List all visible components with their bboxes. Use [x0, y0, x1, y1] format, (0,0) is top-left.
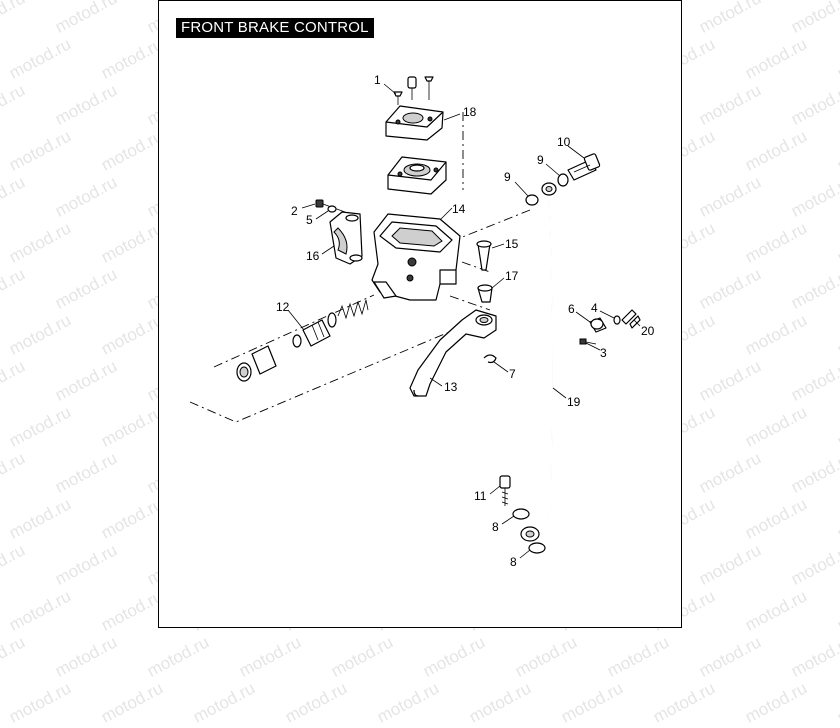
callout-6: 6	[568, 302, 575, 316]
piston-spring	[337, 299, 369, 320]
callout-18: 18	[463, 105, 477, 119]
leader-lines	[287, 83, 641, 559]
callout-2: 2	[291, 204, 298, 218]
callout-10: 10	[557, 135, 571, 149]
piston-seal	[327, 312, 337, 328]
watermark-text: motod.ru	[558, 678, 627, 727]
callout-13: 13	[444, 380, 458, 394]
watermark-text: motod.ru	[0, 632, 29, 681]
watermark-text: motod.ru	[144, 632, 213, 681]
callout-1: 1	[374, 73, 381, 87]
cover-screw	[424, 76, 434, 100]
watermark-text: motod.ru	[788, 632, 840, 681]
diagram-frame	[158, 0, 682, 628]
callout-14: 14	[452, 202, 466, 216]
callout-11: 11	[474, 489, 487, 503]
watermark-text: motod.ru	[52, 632, 121, 681]
watermark-text: motod.ru	[834, 678, 840, 727]
sealing-washer	[512, 508, 530, 520]
assembly-line	[189, 329, 455, 423]
assembly-line	[459, 209, 531, 239]
sealing-washer	[525, 194, 539, 206]
exploded-parts-diagram: 1 2 3 4 5 6 7 8 8 9 9 10 11 12 13 14 15 …	[189, 73, 655, 569]
brake-line	[533, 195, 553, 539]
banjo-fitting-top	[541, 182, 557, 196]
lever-retaining-clip	[483, 354, 497, 364]
sealing-washer	[528, 542, 546, 554]
pivot-pin	[476, 240, 492, 271]
watermark-text: motod.ru	[190, 678, 259, 727]
callout-17: 17	[505, 269, 519, 283]
callout-3: 3	[600, 346, 607, 360]
banjo-bolt-bottom	[499, 475, 511, 506]
clamp-washer	[327, 205, 337, 213]
watermark-text: motod.ru	[512, 632, 581, 681]
switch-screw	[579, 338, 597, 345]
callout-12: 12	[276, 300, 290, 314]
callout-15: 15	[505, 237, 519, 251]
watermark-text: motod.ru	[6, 678, 75, 727]
watermark-text: motod.ru	[328, 632, 397, 681]
callout-8-upper: 8	[492, 520, 499, 534]
watermark-text: motod.ru	[420, 632, 489, 681]
callout-4: 4	[591, 301, 598, 315]
watermark-text: motod.ru	[98, 678, 167, 727]
assembly-line	[213, 294, 375, 368]
watermark-text: motod.ru	[374, 678, 443, 727]
watermark-text: motod.ru	[696, 632, 765, 681]
clamp-screw	[315, 199, 346, 213]
banjo-bolt-top	[567, 153, 601, 181]
callout-9-right: 9	[537, 153, 544, 167]
callout-19: 19	[567, 395, 581, 409]
watermark-text: motod.ru	[650, 678, 719, 727]
piston	[302, 319, 331, 347]
reservoir-cover	[385, 105, 444, 141]
callout-5: 5	[306, 213, 313, 227]
piston-boot	[236, 345, 277, 382]
piston-retainer	[292, 334, 302, 348]
watermark-text: motod.ru	[742, 678, 811, 727]
callout-16: 16	[306, 249, 320, 263]
brake-lever	[409, 309, 497, 397]
cover-screw	[407, 76, 417, 100]
handlebar-clamp	[329, 211, 363, 265]
callout-7: 7	[509, 367, 516, 381]
watermark-text: motod.ru	[604, 632, 673, 681]
watermark-text: motod.ru	[236, 632, 305, 681]
banjo-fitting-bottom	[520, 526, 540, 542]
diagram-title: FRONT BRAKE CONTROL	[176, 18, 374, 38]
callout-20: 20	[641, 324, 655, 338]
callout-9-left: 9	[504, 170, 511, 184]
watermark-text: motod.ru	[466, 678, 535, 727]
master-cylinder-body	[371, 213, 461, 301]
screw-part-1	[393, 91, 403, 105]
switch-washer	[613, 315, 621, 325]
pivot-bushing	[477, 284, 493, 303]
sealing-washer	[557, 173, 569, 187]
assembly-line	[449, 295, 491, 311]
switch-terminals	[621, 309, 641, 329]
switch-housing	[589, 317, 607, 333]
reservoir-diaphragm	[387, 156, 447, 195]
watermark-text: motod.ru	[282, 678, 351, 727]
callout-8-lower: 8	[510, 555, 517, 569]
